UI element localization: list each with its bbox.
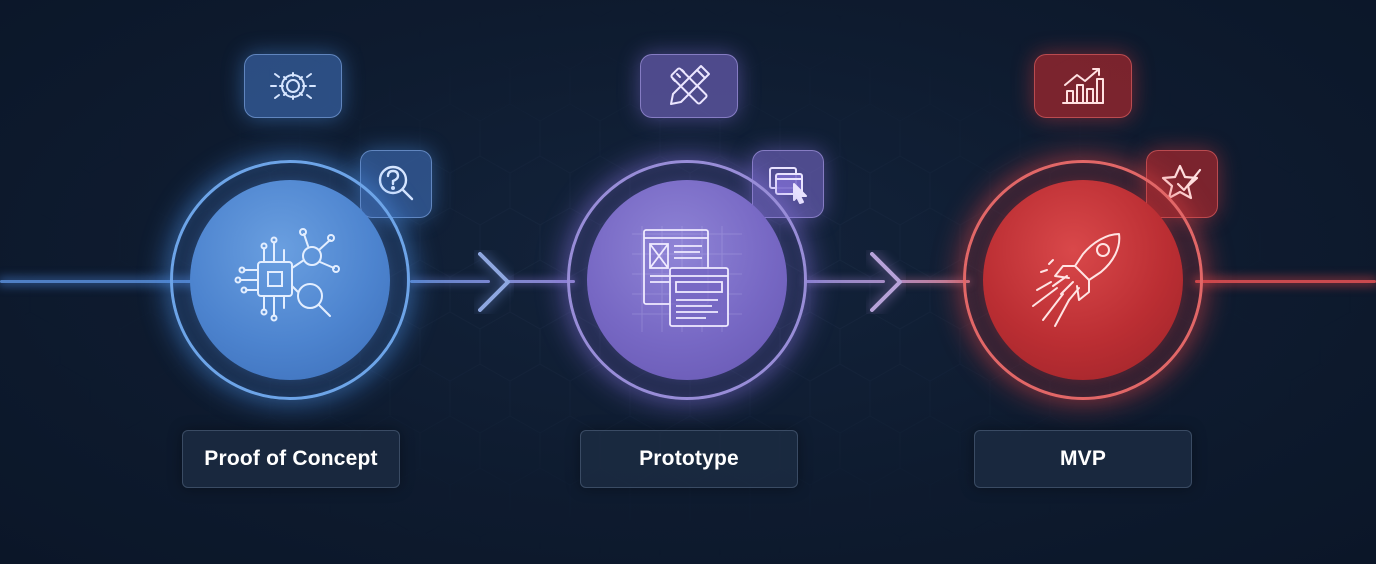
stage-label-proof-of-concept: Proof of Concept: [182, 430, 400, 488]
pencil-ruler-icon-badge: [640, 54, 738, 118]
question-search-icon-badge: [360, 150, 432, 218]
stage-disc: [190, 180, 390, 380]
chevron-right-icon: [478, 252, 510, 312]
connector-line-mvp-in: [900, 280, 970, 283]
stage-ring: [170, 160, 410, 400]
chevron-right-icon: [870, 252, 902, 312]
stage-label-prototype: Prototype: [580, 430, 798, 488]
stage-disc: [983, 180, 1183, 380]
stage-ring: [567, 160, 807, 400]
stage-node-proof-of-concept: [170, 160, 410, 400]
circuit-magnifier-icon: [234, 228, 340, 322]
stage-ring: [963, 160, 1203, 400]
connector-line-prototype-out: [805, 280, 885, 283]
connector-line-poc-out: [410, 280, 490, 283]
wireframe-windows-icon: [632, 226, 742, 332]
stage-node-mvp: [963, 160, 1203, 400]
pencil-ruler-icon: [670, 65, 710, 105]
connector-line-start: [0, 280, 230, 283]
stage-disc: [587, 180, 787, 380]
window-cursor-icon: [769, 167, 807, 204]
star-check-icon: [1161, 164, 1202, 200]
growth-chart-icon: [1062, 68, 1104, 104]
question-search-icon: [378, 165, 414, 201]
stage-node-prototype: [567, 160, 807, 400]
stage-label-mvp: MVP: [974, 430, 1192, 488]
rocket-icon: [1032, 233, 1121, 327]
gear-icon-badge: [244, 54, 342, 118]
gear-icon: [270, 72, 316, 100]
connector-line-end: [1195, 280, 1376, 283]
growth-chart-icon-badge: [1034, 54, 1132, 118]
connector-line-prototype-in: [505, 280, 575, 283]
